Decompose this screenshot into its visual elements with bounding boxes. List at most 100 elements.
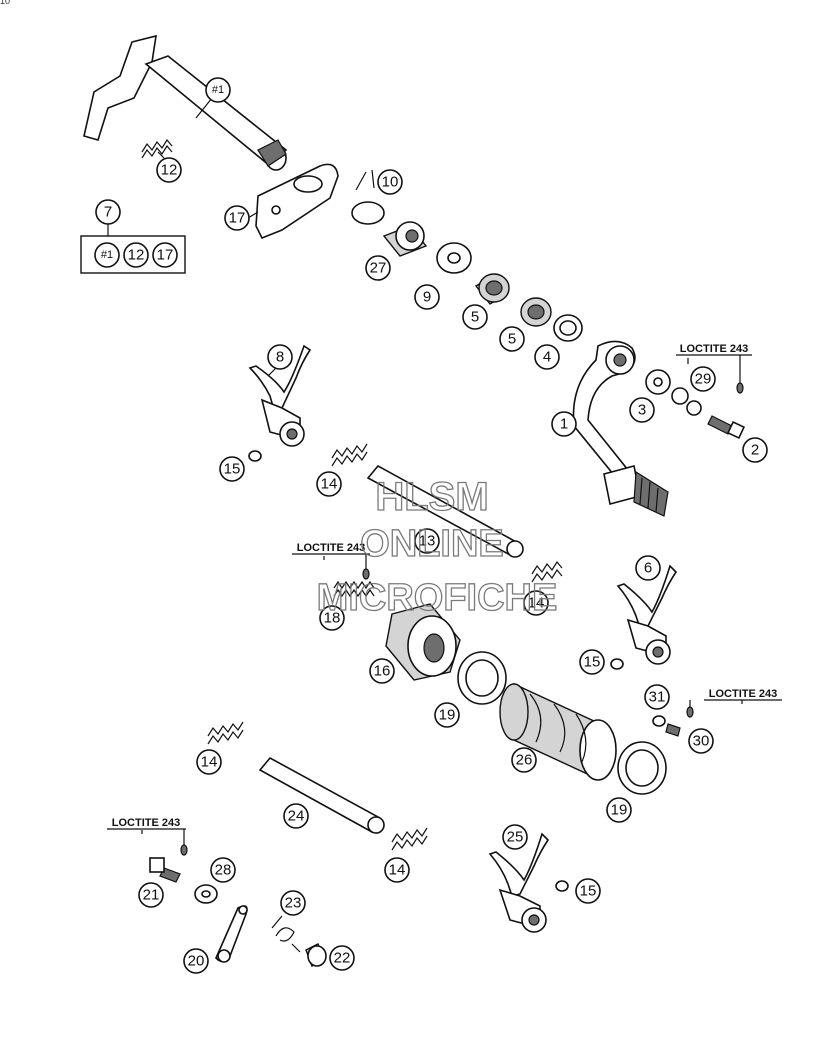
spacer-icon	[305, 943, 327, 968]
callout-label: #1	[212, 84, 224, 96]
callout: 6	[635, 555, 661, 581]
callout: 8	[267, 344, 293, 370]
callout: 24	[283, 803, 309, 829]
callout: 22	[329, 945, 355, 971]
callout-label: 2	[751, 442, 759, 459]
kit-item: 17	[157, 247, 174, 264]
callout: 17	[224, 205, 250, 231]
callout: 2	[742, 437, 768, 463]
callout-label: 14	[389, 862, 406, 879]
shift-drum-locating-icon	[385, 603, 461, 681]
callout: 31	[644, 684, 670, 710]
leader-lines	[107, 97, 743, 834]
callout-label: 15	[584, 654, 601, 671]
shift-fork-icon	[248, 344, 312, 447]
callout: 1	[551, 411, 577, 437]
screw-icon	[652, 706, 694, 737]
loctite-label: LOCTITE 243	[676, 343, 752, 383]
loctite-label: LOCTITE 243	[107, 817, 186, 845]
callout: 18	[319, 605, 345, 631]
callout-label: 8	[276, 349, 284, 366]
callout-label: 18	[324, 610, 341, 627]
washer-icon	[194, 884, 218, 904]
callout-label: 16	[374, 663, 391, 680]
callout: 28	[210, 857, 236, 883]
watermark: HLSM ONLINE MICROFICHE	[316, 474, 558, 619]
loctite-text: LOCTITE 243	[709, 688, 777, 700]
callout-label: 5	[508, 331, 516, 348]
callout: 5	[462, 304, 488, 330]
watermark-line: ONLINE	[360, 523, 504, 565]
callout-label: 25	[507, 829, 524, 846]
loctite-text: LOCTITE 243	[297, 542, 365, 554]
loctite-text: LOCTITE 243	[112, 817, 180, 829]
callout-label: 13	[419, 533, 436, 550]
callout: 23	[280, 890, 306, 916]
callout-label: 28	[215, 862, 232, 879]
callout-label: 17	[229, 210, 246, 227]
callout: 12	[156, 157, 182, 183]
spring-icon	[207, 443, 563, 851]
callout-label: 6	[644, 560, 652, 577]
callout-label: 10	[382, 174, 399, 191]
callout-label: 12	[161, 162, 178, 179]
callout-label: 31	[649, 689, 666, 706]
shift-lever-icon	[572, 340, 669, 517]
callout: 14	[384, 857, 410, 883]
page-number: 10	[0, 0, 11, 6]
callout: 21	[138, 882, 164, 908]
callout-label: 19	[611, 802, 628, 819]
callout: 15	[219, 456, 245, 482]
callout: 30	[688, 728, 714, 754]
callout-label: 5	[471, 309, 479, 326]
callout-label: 4	[543, 349, 551, 366]
callout-label: 15	[580, 883, 597, 900]
callout-label: 24	[288, 808, 305, 825]
callout: 19	[434, 702, 460, 728]
callout-label: 29	[695, 371, 712, 388]
callout: 5	[499, 326, 525, 352]
callout-label: 19	[439, 707, 456, 724]
washer-icon	[436, 242, 472, 274]
fork-shaft-icon	[258, 756, 385, 834]
callout-label: 21	[143, 887, 160, 904]
bushing-icon	[382, 221, 428, 257]
loctite-label: LOCTITE 243	[689, 688, 782, 707]
bearing-icon	[457, 651, 667, 795]
callout-label: 3	[638, 402, 646, 419]
kit-callout: 7 #1 12 17	[80, 199, 186, 274]
callout-label: 1	[560, 416, 568, 433]
shift-fork-icon	[488, 832, 550, 933]
callout: 14	[316, 471, 342, 497]
screw-icon	[707, 415, 746, 440]
fork-shaft-icon	[366, 464, 524, 558]
screw-icon	[149, 844, 188, 883]
callout-label: 23	[285, 895, 302, 912]
callout-label: 22	[334, 950, 351, 967]
circlip-icon	[351, 169, 385, 225]
callout: 26	[511, 747, 537, 773]
shift-pawl-icon	[255, 163, 339, 240]
callout: 3	[629, 397, 655, 423]
watermark-line: MICROFICHE	[317, 577, 558, 619]
shift-shaft-icon	[83, 34, 288, 171]
callout: 15	[575, 878, 601, 904]
callout: 14	[196, 749, 222, 775]
callout: 27	[365, 255, 391, 281]
callout-label: 9	[423, 289, 431, 306]
callout-label: 14	[201, 754, 218, 771]
shift-drum-icon	[499, 682, 617, 781]
callout: 16	[369, 658, 395, 684]
callout-label: 15	[224, 461, 241, 478]
callout-label: 14	[321, 476, 338, 493]
callout-label: 20	[188, 953, 205, 970]
callout: #1	[205, 77, 231, 103]
callout: 15	[579, 649, 605, 675]
callout: 14	[523, 590, 549, 616]
kit-number: 7	[104, 204, 112, 221]
callout: 9	[414, 284, 440, 310]
watermark-line: HLSM	[375, 475, 488, 519]
loctite-label: LOCTITE 243	[292, 542, 370, 569]
callout: 10	[377, 169, 403, 195]
